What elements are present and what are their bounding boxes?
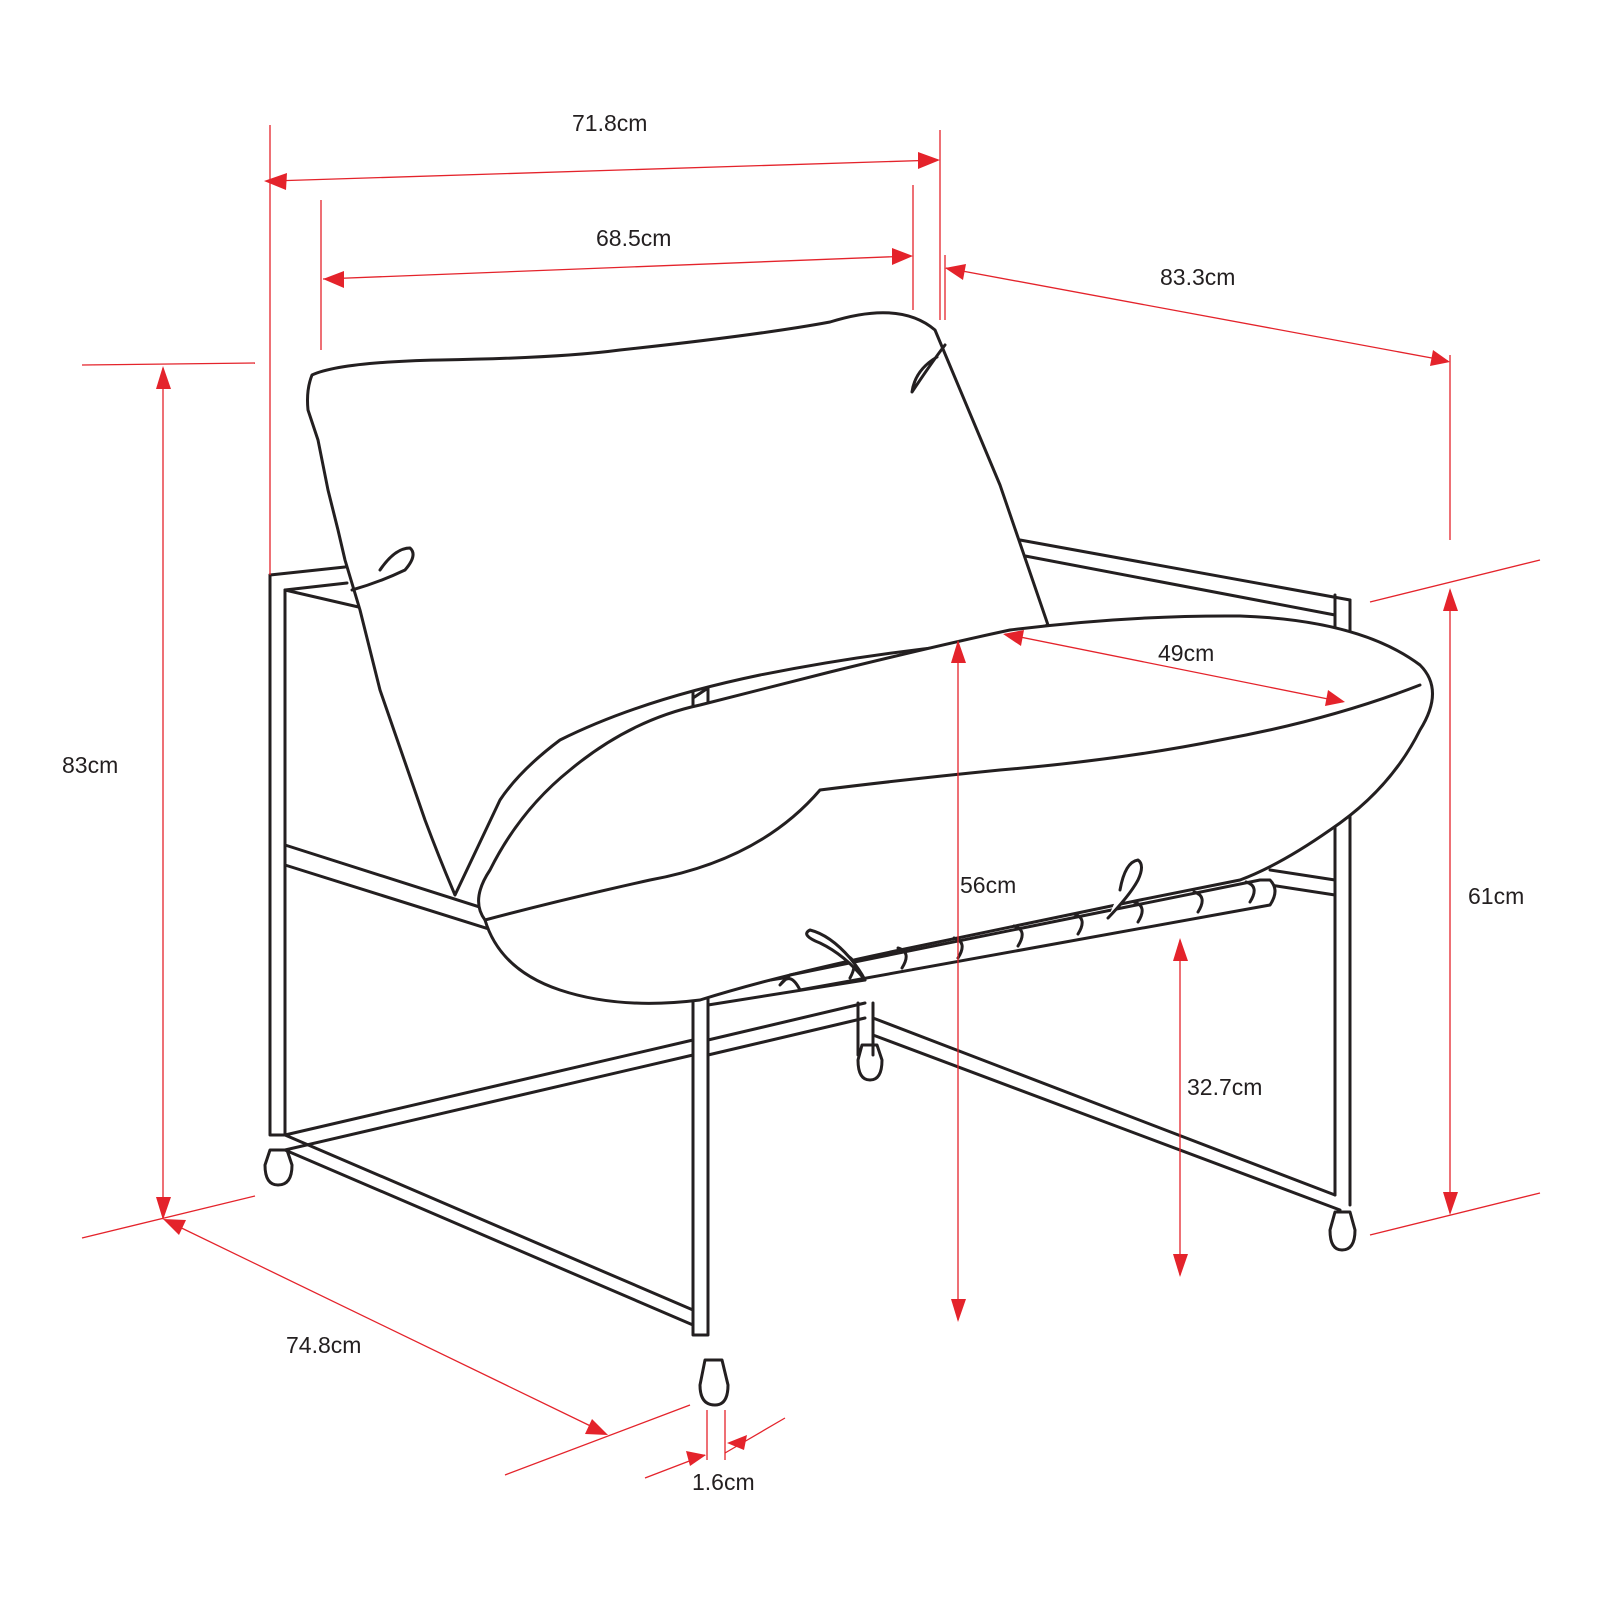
dimension-lines [81,125,1541,1479]
label-tube-thickness: 1.6cm [692,1469,755,1495]
label-inner-width: 68.5cm [596,225,671,251]
label-overall-width: 71.8cm [572,110,647,136]
label-overall-depth-top: 83.3cm [1160,264,1235,290]
label-seat-clearance: 32.7cm [1187,1074,1262,1100]
chair-frame [263,538,1357,1407]
label-arm-height: 61cm [1468,883,1524,909]
chair-cushions [306,311,1434,1005]
label-seat-height: 56cm [960,872,1016,898]
label-overall-height: 83cm [62,752,118,778]
dimension-labels: 71.8cm 68.5cm 83.3cm 49cm 83cm 56cm 61cm… [62,110,1524,1495]
label-overall-depth-base: 74.8cm [286,1332,361,1358]
label-seat-depth: 49cm [1158,640,1214,666]
